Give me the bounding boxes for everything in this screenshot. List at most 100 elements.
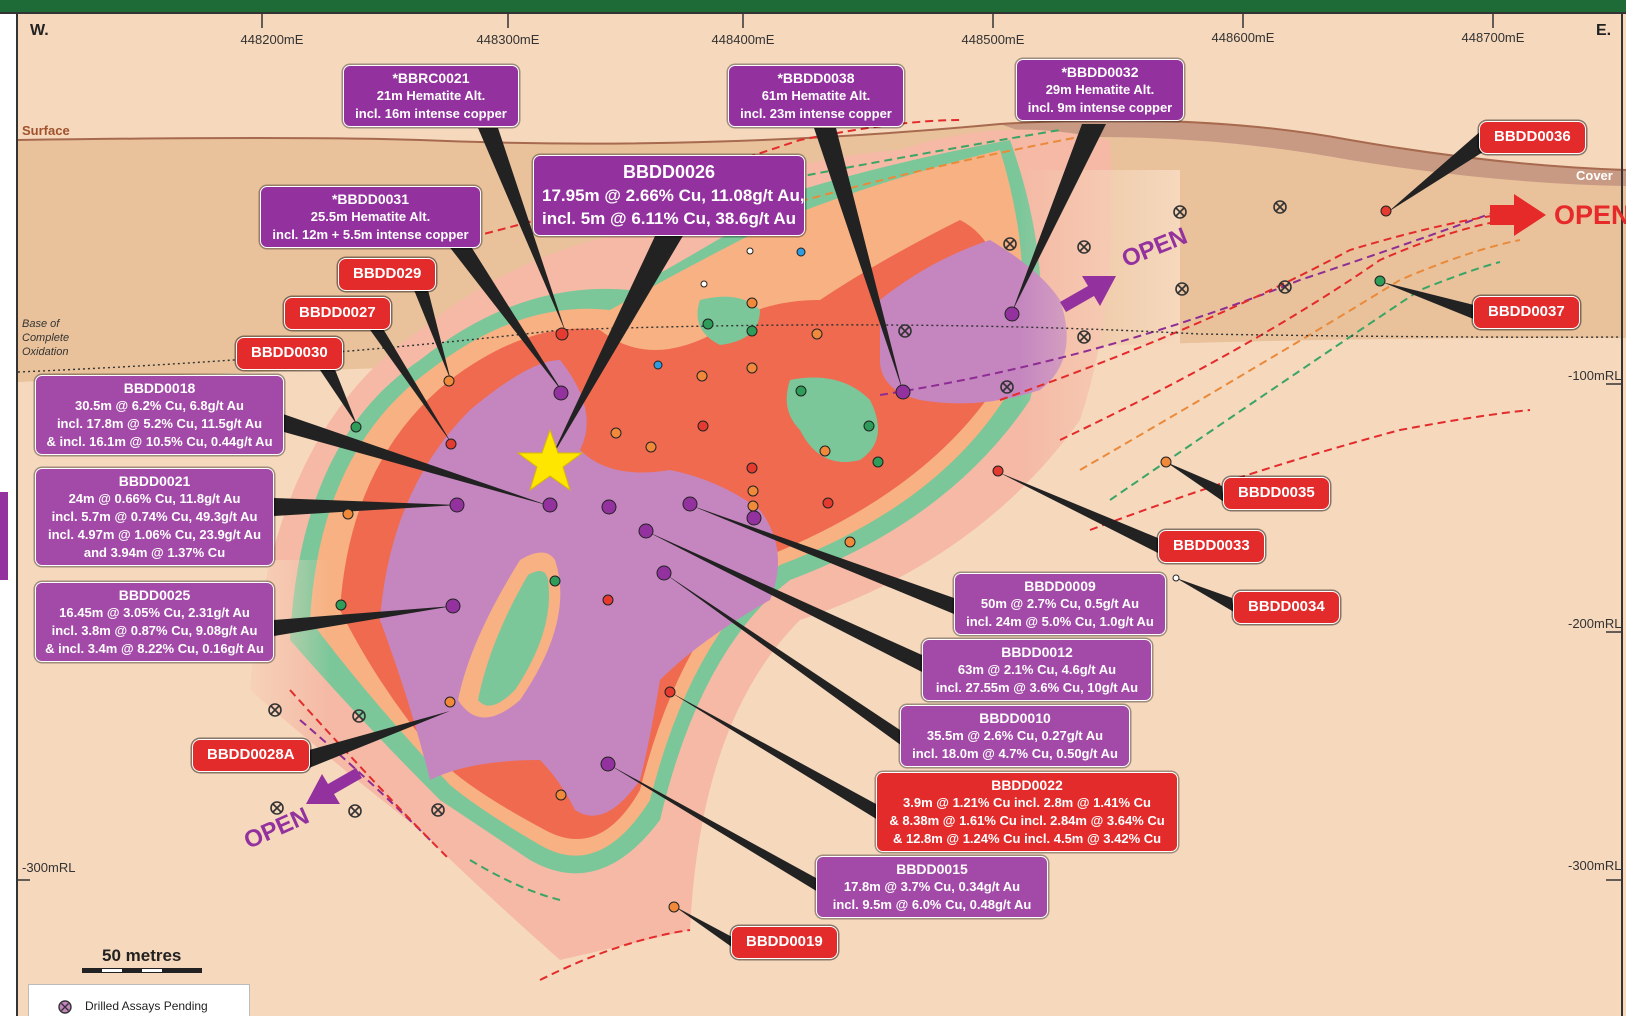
red-contour-bottom [539,929,691,981]
left-edge-label-stub [0,492,8,580]
callout-bbdd0009: BBDD0009 50m @ 2.7% Cu, 0.5g/t Au incl. … [954,573,1166,635]
circle-x-icon [1273,200,1287,214]
circle-x-icon [1278,280,1292,294]
hole-dot [700,280,708,288]
hole-tag-bbdd0033: BBDD0033 [1158,530,1265,563]
hole-dot [746,362,758,374]
scale-bar-graphic [82,968,202,973]
boco-label-1: Base of [22,318,60,330]
hole-dot [746,247,754,255]
rl-label-right-200: -200mRL [1568,616,1622,631]
hole-dot [844,536,856,548]
hole-dot [664,686,676,698]
callout-bbdd0022: BBDD0022 3.9m @ 1.21% Cu incl. 2.8m @ 1.… [876,772,1178,852]
callout-bbdd0010: BBDD0010 35.5m @ 2.6% Cu, 0.27g/t Au inc… [900,705,1130,767]
leader-bbdd0033 [998,472,1160,554]
hole-dot [443,375,455,387]
circle-x-icon [1173,205,1187,219]
hole-dot [444,696,456,708]
leader-bbdd0027 [368,327,452,444]
hole-dot [555,789,567,801]
cover-label: Cover [1576,168,1613,183]
open-arrow-east-icon [1490,194,1546,236]
hole-dot [549,575,561,587]
hole-dot [746,462,758,474]
hole-dot [335,599,347,611]
rl-label-right-100: -100mRL [1568,368,1622,383]
easting-label: 448600mE [1211,30,1275,45]
callout-bbdd0025: BBDD0025 16.45m @ 3.05% Cu, 2.31g/t Au i… [35,582,274,662]
hole-dot [610,427,622,439]
hole-tag-bbdd0028a: BBDD0028A [192,739,310,772]
circle-x-icon [431,803,445,817]
circle-x-icon [1077,240,1091,254]
callout-bbdd0026: BBDD0026 17.95m @ 2.66% Cu, 11.08g/t Au,… [533,155,805,236]
leader-bbdd0038 [814,128,903,392]
hole-dot [645,441,657,453]
green-contour-east [1109,261,1501,501]
hole-tag-bbdd0019: BBDD0019 [731,926,838,959]
hole-dot [697,420,709,432]
drill-hole-markers [335,205,1392,913]
leader-bbdd0035 [1166,462,1224,502]
circle-x-icon [268,703,282,717]
easting-label: 448200mE [240,32,304,47]
west-label: W. [30,22,49,39]
green-lobe-2 [697,296,760,345]
hole-tag-bbdd0035: BBDD0035 [1223,477,1330,510]
hole-tag-bbdd0037: BBDD0037 [1473,296,1580,329]
top-frame-line [0,12,1626,14]
circle-x-icon [898,324,912,338]
boco-label-3: Oxidation [22,346,69,358]
hole-dot [746,297,758,309]
legend: Drilled Assays Pending [28,984,250,1016]
boco-label-2: Complete [22,332,70,344]
hole-dot [1004,306,1020,322]
leader-bbdd0015 [608,764,818,892]
top-frame-bar [0,0,1626,12]
leader-bbdd029 [414,290,451,381]
hole-dot [656,565,672,581]
hole-dot [747,500,759,512]
hole-dot [542,497,558,513]
leader-bbdd0034 [1176,578,1234,612]
legend-pending-icon [58,1000,72,1014]
callout-bbdd0015: BBDD0015 17.8m @ 3.7% Cu, 0.34g/t Au inc… [816,856,1048,918]
hole-dot [872,456,884,468]
circle-x-icon [1077,330,1091,344]
hole-dot [668,901,680,913]
hole-dot [811,328,823,340]
leader-bbrc0021 [478,128,566,333]
circle-x-icon [1000,380,1014,394]
leader-lines [274,124,1494,950]
hole-dot [638,523,654,539]
leader-bbdd0026 [550,234,684,460]
hole-dot [602,594,614,606]
base-of-oxidation-line [17,324,1626,373]
hole-tag-bbdd0036: BBDD0036 [1479,121,1586,154]
easting-label: 448500mE [961,32,1025,47]
circle-x-icon [352,709,366,723]
leader-bbdd0036 [1388,130,1494,212]
callout-bbdd0018: BBDD0018 30.5m @ 6.2% Cu, 6.8g/t Au incl… [35,375,284,455]
legend-pending-label: Drilled Assays Pending [85,999,208,1013]
hole-dot [653,360,663,370]
green-lobe [786,377,878,462]
hole-dot [445,438,457,450]
leader-bbdd0028a [302,711,450,770]
hole-dot [863,420,875,432]
circle-x-icon [348,804,362,818]
assays-pending-markers [268,200,1292,818]
leader-bbdd0037 [1382,282,1476,320]
hole-dot [342,508,354,520]
east-label: E. [1596,22,1612,39]
leader-bbdd0022 [670,692,878,820]
hole-dot [1160,456,1172,468]
cover-band [1000,120,1626,186]
circle-x-icon [270,801,284,815]
hole-tag-bbdd029: BBDD029 [338,258,437,291]
discovery-star-icon [516,428,584,492]
open-label-east: OPEN [1554,200,1626,230]
red-contour-east-2 [1059,217,1521,441]
